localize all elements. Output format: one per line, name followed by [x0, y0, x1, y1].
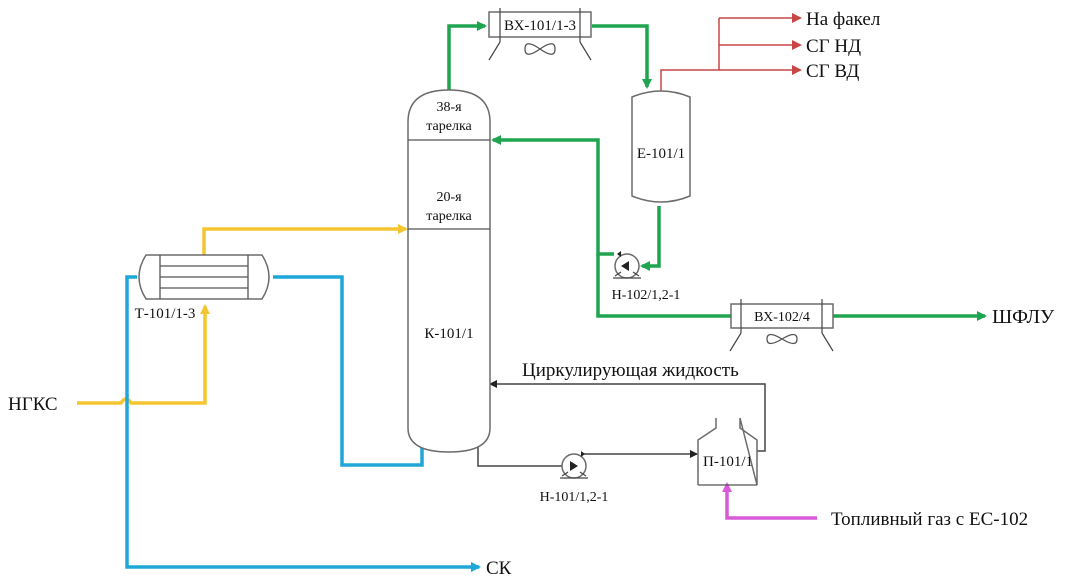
pump-h-101-tag: Н-101/1,2-1 — [540, 490, 609, 505]
overhead-vapor-line — [447, 21, 487, 96]
pump-h-101[interactable]: Н-101/1,2-1 — [540, 451, 609, 505]
fuel-gas-line — [722, 482, 817, 520]
tray-38-word: тарелка — [426, 119, 472, 134]
heat-exchanger-t-101[interactable]: Т-101/1-3 — [135, 254, 270, 322]
tray-38-number: 38-я — [436, 100, 462, 115]
air-cooler-vx-102[interactable]: ВХ-102/4 — [729, 299, 834, 352]
cooled-bottoms-line — [125, 275, 481, 572]
reflux-line — [491, 135, 614, 256]
column-bottom-to-pump-line — [477, 447, 571, 470]
bottoms-label: СК — [486, 558, 512, 579]
product-label: ШФЛУ — [992, 306, 1055, 328]
lp-gas-label: СГ НД — [806, 36, 861, 57]
separator-tag: Е-101/1 — [637, 146, 685, 162]
pump-h-102[interactable]: Н-102/1,2-1 — [612, 251, 681, 303]
separator-liquid-line — [640, 206, 661, 271]
air-cooler-vx-102-tag: ВХ-102/4 — [754, 310, 810, 325]
column-tag: К-101/1 — [424, 326, 473, 342]
circulating-return-line — [489, 380, 766, 452]
fuel-gas-label: Топливный газ с ЕС-102 — [831, 509, 1028, 530]
product-line-in — [596, 254, 731, 318]
tray-20-number: 20-я — [436, 190, 462, 205]
separator-e-101[interactable]: Е-101/1 — [631, 90, 691, 203]
fan-icon — [766, 333, 798, 345]
air-cooler-vx-101-tag: ВХ-101/1-3 — [504, 18, 576, 34]
heat-exchanger-tag: Т-101/1-3 — [135, 306, 196, 322]
furnace-tag: П-101/1 — [703, 454, 753, 470]
column-k-101[interactable]: 38-я тарелка 20-я тарелка К-101/1 — [407, 89, 491, 453]
fan-icon — [524, 43, 556, 55]
cooled-overhead-line — [592, 24, 652, 89]
hp-gas-label: СГ ВД — [806, 61, 859, 82]
heated-feed-line — [202, 224, 408, 255]
gas-line-main — [660, 18, 720, 91]
circulating-liquid-label: Циркулирующая жидкость — [522, 360, 739, 381]
bottoms-line — [273, 275, 424, 467]
flare-label: На факел — [806, 9, 881, 30]
pump-h-102-tag: Н-102/1,2-1 — [612, 288, 681, 303]
feed-label: НГКС — [8, 394, 58, 415]
furnace-p-101[interactable]: П-101/1 — [697, 417, 758, 486]
tray-20-word: тарелка — [426, 209, 472, 224]
air-cooler-vx-101[interactable]: ВХ-101/1-3 — [488, 8, 592, 61]
